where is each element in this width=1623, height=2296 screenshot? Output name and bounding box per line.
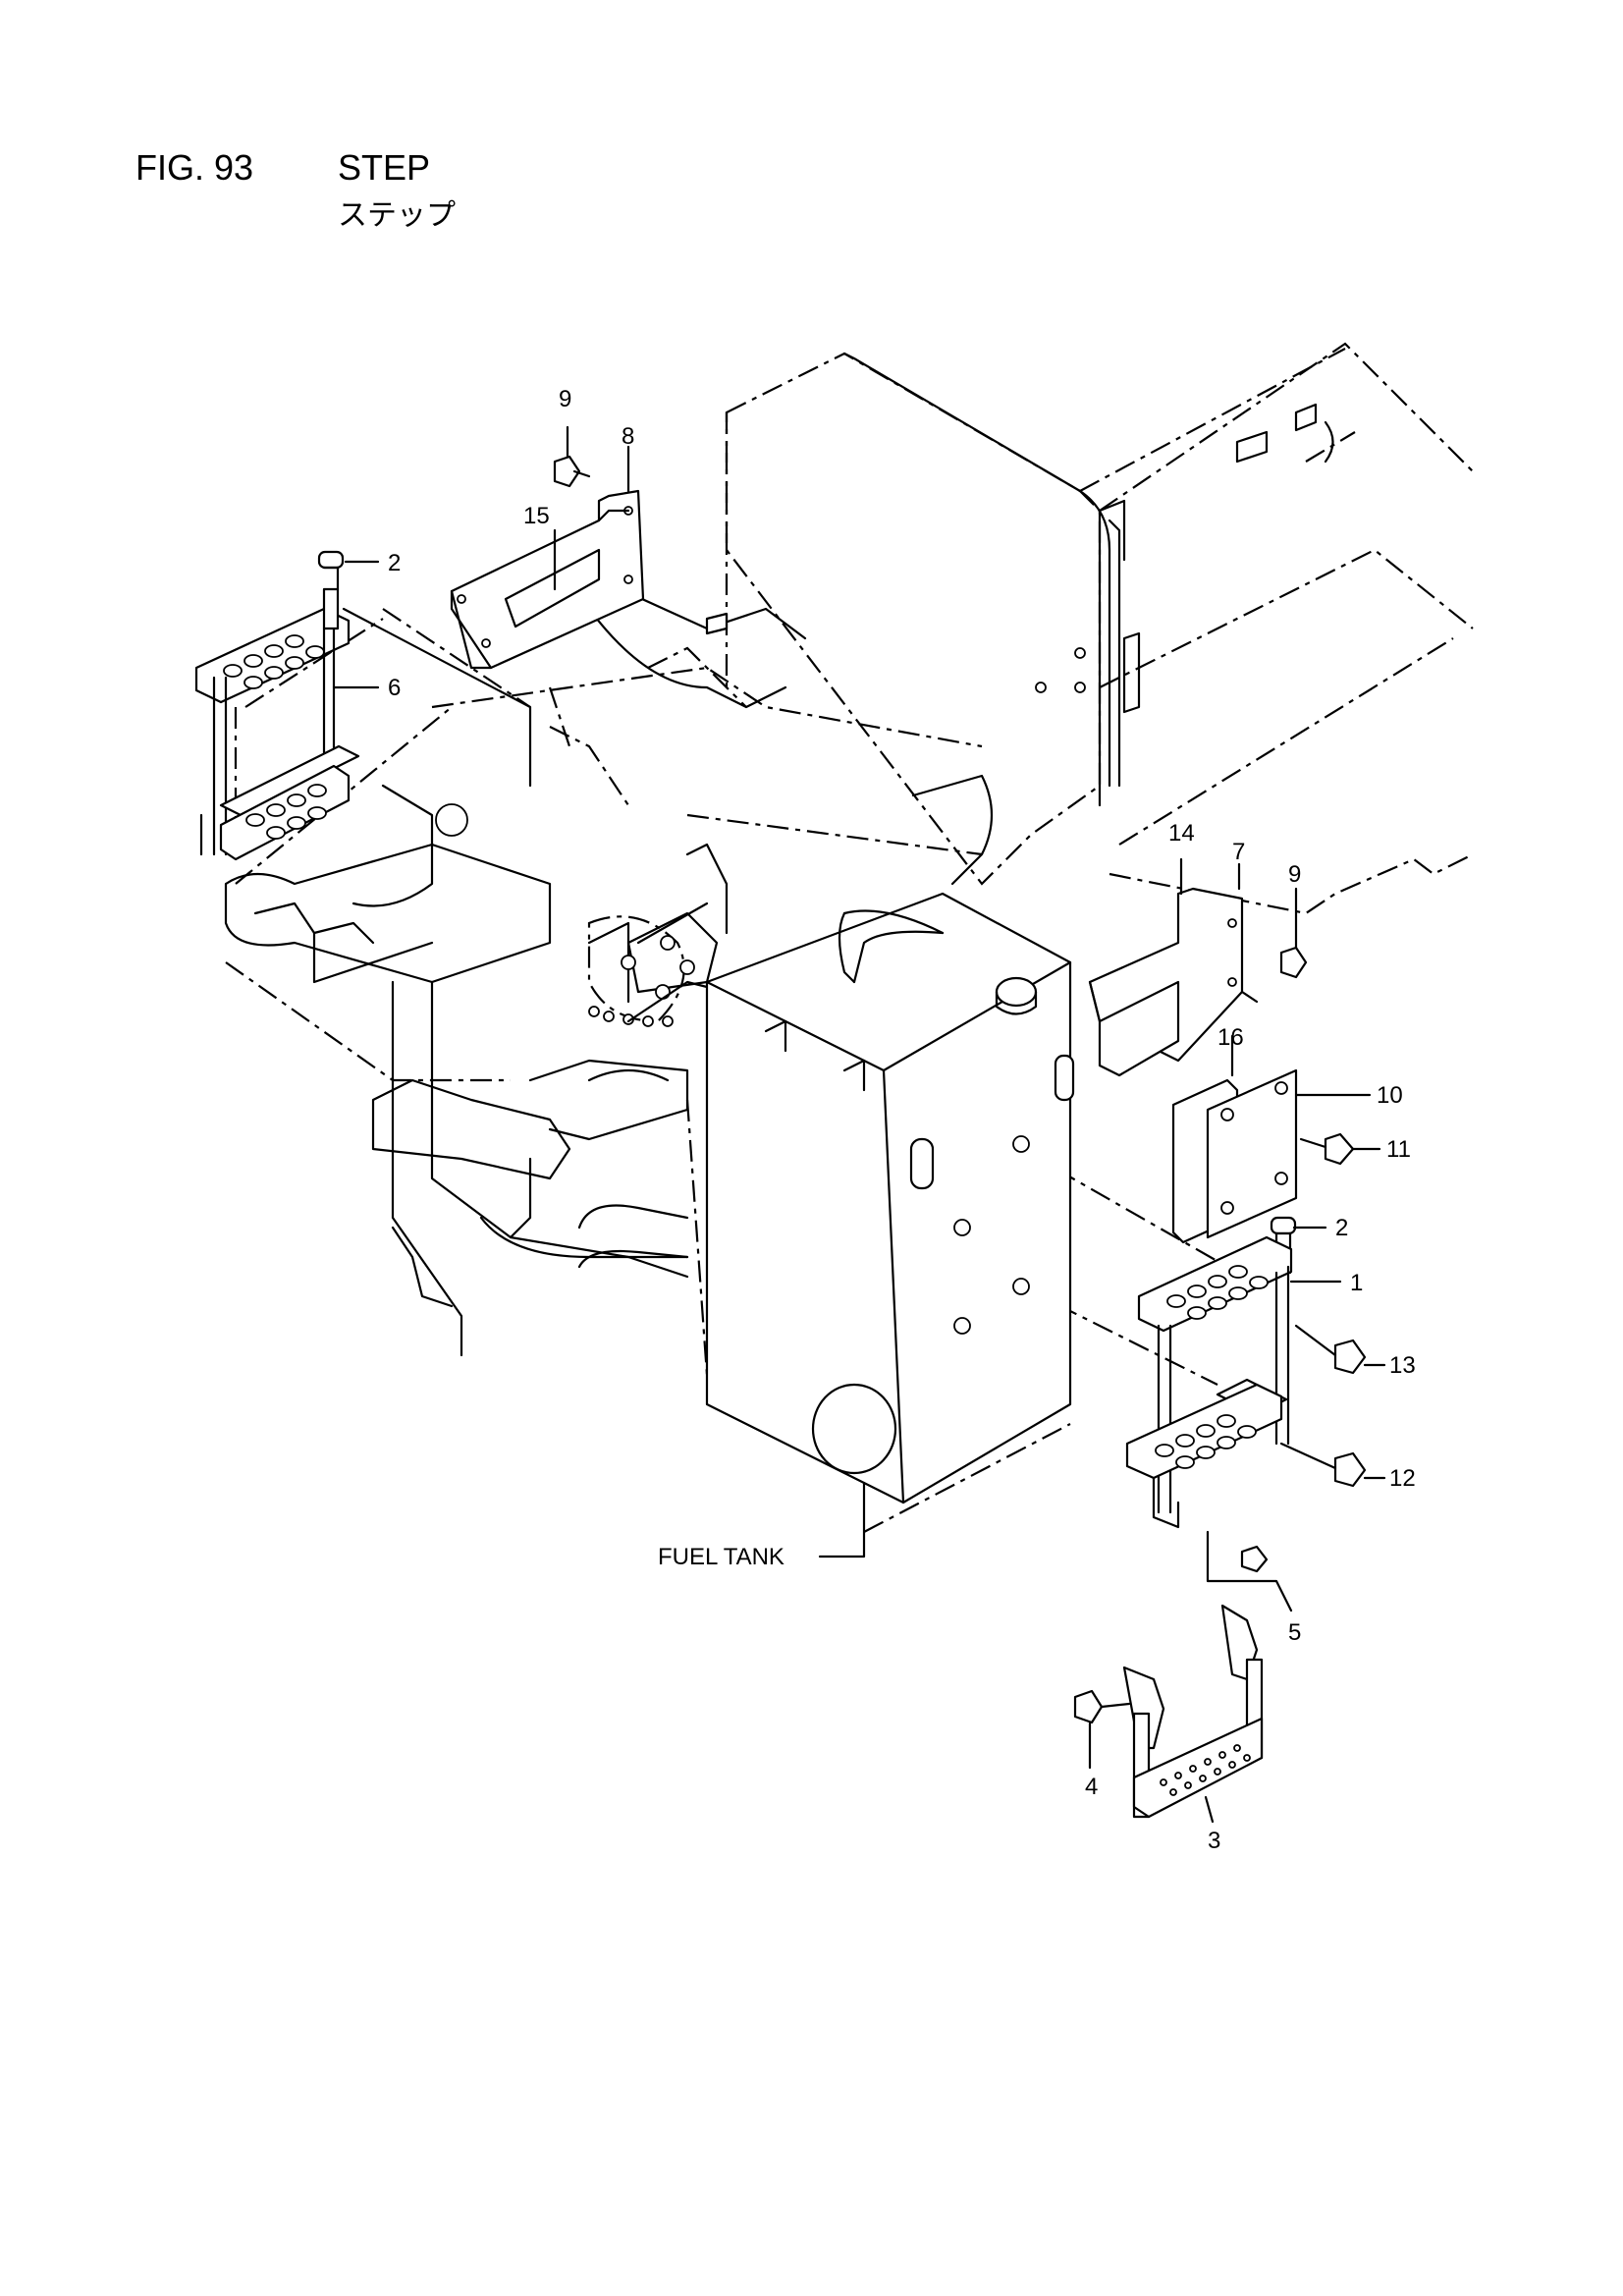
callout-11: 11: [1386, 1136, 1411, 1163]
leader-lines: [332, 425, 1386, 1824]
step-3: [1073, 1545, 1269, 1819]
cab-outline: [842, 352, 1334, 807]
step-assembly-6: [194, 550, 360, 861]
callout-16: 16: [1217, 1024, 1244, 1051]
callout-9-top: 9: [559, 386, 571, 412]
callout-9-right: 9: [1288, 861, 1301, 888]
callout-labels: 1 2 2 3 4 5 6 7 8 9 9 10 11 12 13 14 15 …: [388, 386, 1416, 1854]
callout-13: 13: [1389, 1352, 1416, 1379]
callout-10: 10: [1377, 1082, 1403, 1109]
fuel-tank-label: FUEL TANK: [658, 1544, 784, 1570]
callout-14: 14: [1168, 820, 1195, 847]
machine-body: [224, 577, 994, 1357]
callout-12: 12: [1389, 1465, 1416, 1492]
callout-5: 5: [1288, 1619, 1301, 1646]
callout-8: 8: [622, 423, 634, 450]
callout-3: 3: [1208, 1828, 1220, 1854]
callout-6: 6: [388, 675, 401, 701]
plate-10-assembly: [1171, 1068, 1355, 1244]
step-assembly-1: [1125, 1216, 1367, 1529]
callout-4: 4: [1085, 1774, 1098, 1800]
callout-2-top: 2: [388, 550, 401, 576]
figure-title: STEP: [338, 147, 431, 188]
callout-15: 15: [523, 503, 550, 529]
callout-1: 1: [1350, 1270, 1363, 1296]
callout-2-right: 2: [1335, 1215, 1348, 1241]
fuel-tank: [705, 892, 1075, 1504]
figure-number: FIG. 93: [135, 147, 254, 188]
machine-frame-phantom: [225, 342, 1474, 1533]
bracket-8-assembly: [450, 455, 729, 670]
callout-7: 7: [1232, 839, 1245, 865]
bracket-7-assembly: [1088, 887, 1308, 1077]
figure-title-japanese: ステップ: [338, 198, 456, 233]
